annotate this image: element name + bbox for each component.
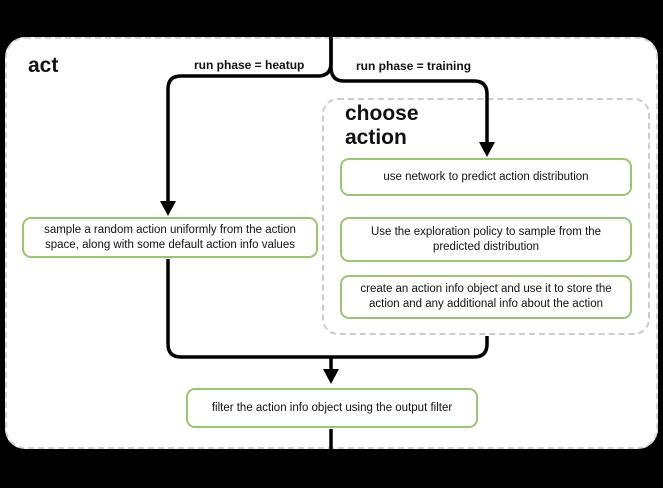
node-create-action-info-label: create an action info object and use it … [360, 283, 612, 310]
node-create-action-info: create an action info object and use it … [340, 275, 632, 319]
node-sample-random-action: sample a random action uniformly from th… [22, 217, 318, 258]
edge-label-heatup: run phase = heatup [194, 58, 305, 72]
node-sample-random-action-label: sample a random action uniformly from th… [44, 223, 296, 251]
node-predict-distribution: use network to predict action distributi… [340, 158, 632, 196]
edge-label-training: run phase = training [356, 59, 472, 73]
act-title: act [28, 54, 59, 77]
node-filter-output: filter the action info object using the … [186, 388, 478, 428]
node-exploration-policy-sample-label: Use the exploration policy to sample fro… [370, 225, 602, 253]
node-filter-output-label: filter the action info object using the … [211, 401, 453, 414]
node-exploration-policy-sample: Use the exploration policy to sample fro… [340, 217, 632, 262]
choose-action-title: choose action [345, 102, 419, 150]
node-predict-distribution-label: use network to predict action distributi… [383, 170, 589, 183]
